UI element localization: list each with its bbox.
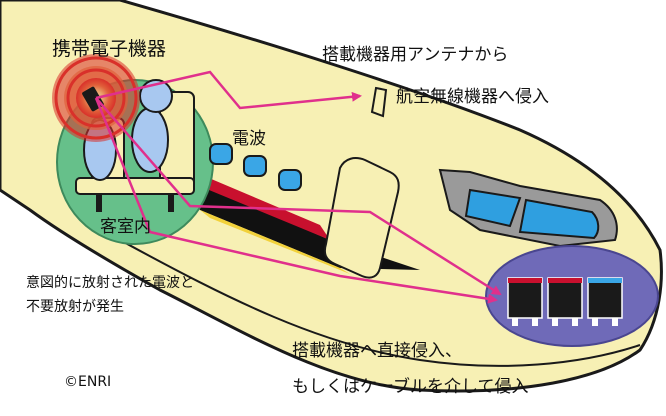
stripe-black: [180, 175, 420, 270]
path-to-avionics-direct: [94, 97, 498, 304]
avionics-racks: [507, 277, 623, 326]
direct-path-label-1: 搭載機器へ直接侵入、: [292, 341, 462, 361]
stripe-red: [180, 170, 330, 240]
seat-legs-2: [168, 194, 174, 212]
direct-path-label-2: もしくはケーブルを介して侵入: [292, 377, 529, 397]
emission-label-1: 意図的に放射された電波と: [26, 275, 194, 291]
cockpit-window-right: [518, 198, 600, 240]
cabin-window-3: [278, 169, 302, 191]
path-to-antenna: [95, 70, 362, 110]
antenna-path-label-1: 搭載機器用アンテナから: [322, 45, 509, 65]
cabin-door: [323, 157, 400, 279]
path-to-avionics-cable: [95, 97, 502, 296]
passenger-2-head: [139, 79, 173, 113]
seat-legs: [96, 194, 102, 212]
copyright-label: ©ENRI: [64, 374, 112, 390]
passenger-2-body: [131, 107, 169, 173]
radio-wave-label: 電波: [232, 129, 266, 149]
antenna-path-label-2: 航空無線機器へ侵入: [396, 87, 549, 107]
cockpit-window-left: [464, 188, 522, 228]
cabin-window-2: [243, 155, 267, 177]
emission-label-2: 不要放射が発生: [26, 299, 124, 315]
device-label: 携帯電子機器: [52, 38, 167, 60]
cabin-label: 客室内: [100, 217, 151, 237]
stripe-yellow: [200, 210, 350, 274]
belly-line: [119, 239, 641, 367]
cabin-window-1: [209, 143, 233, 165]
antenna: [370, 86, 388, 118]
